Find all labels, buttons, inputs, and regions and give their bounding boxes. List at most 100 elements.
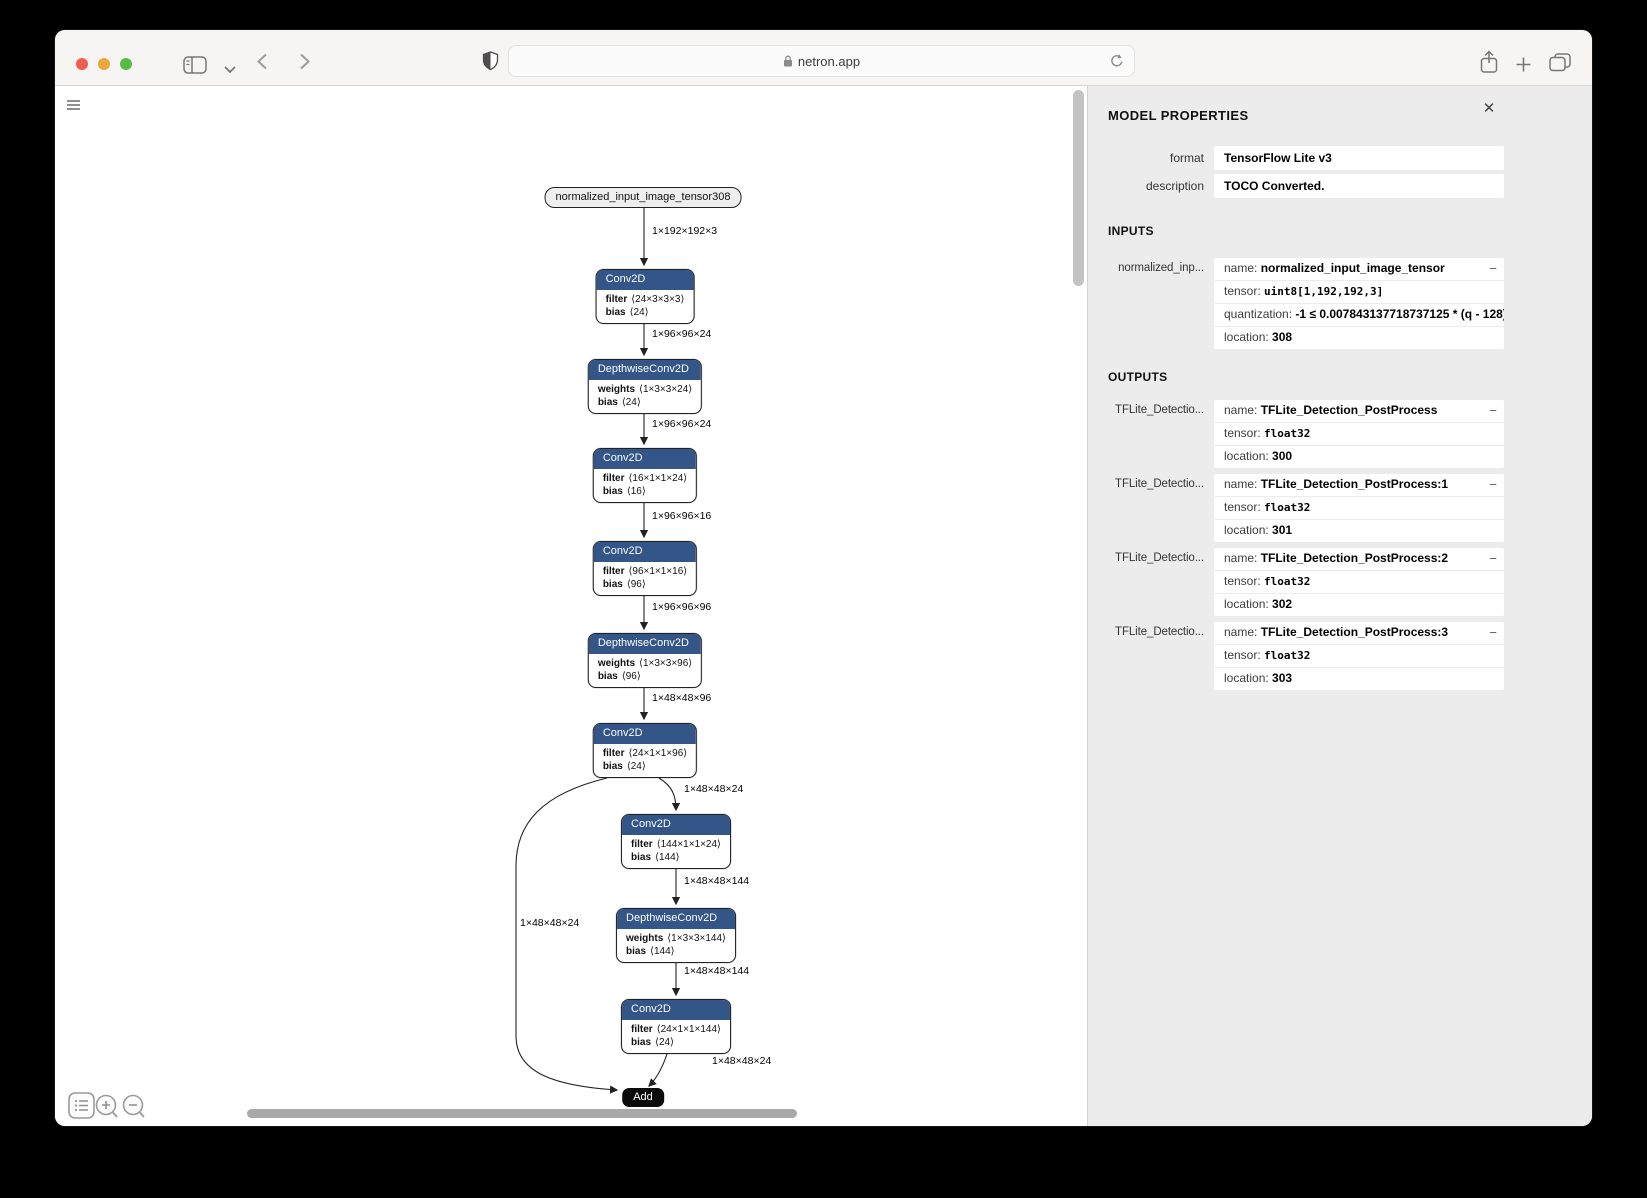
- edge-tensor-label: 1×48×48×96: [652, 692, 712, 704]
- vertical-scrollbar-thumb[interactable]: [1073, 90, 1084, 286]
- forward-icon[interactable]: [299, 53, 311, 75]
- input-row: normalized_inp...name: normalized_input_…: [1088, 258, 1504, 349]
- node-type-header: Conv2D: [622, 1000, 730, 1020]
- edge-tensor-label: 1×96×96×24: [652, 418, 712, 430]
- new-tab-icon[interactable]: [1516, 57, 1531, 77]
- output-property-tensor: tensor: float32: [1214, 423, 1504, 446]
- node-type-header: DepthwiseConv2D: [588, 634, 702, 654]
- lock-icon: [783, 55, 793, 67]
- node-params: weights⟨1×3×3×144⟩ bias⟨144⟩: [617, 929, 735, 962]
- tab-overview-icon[interactable]: [1549, 53, 1571, 77]
- inputs-section-title: INPUTS: [1108, 224, 1154, 238]
- input-property-name: name: normalized_input_image_tensor−: [1214, 258, 1504, 281]
- node-params: filter⟨24×1×1×96⟩ bias⟨24⟩: [594, 744, 696, 777]
- node-type-header: DepthwiseConv2D: [588, 360, 702, 380]
- collapse-toggle-icon[interactable]: −: [1489, 625, 1497, 640]
- graph-node-conv2d[interactable]: Conv2D filter⟨24×3×3×3⟩ bias⟨24⟩: [595, 269, 695, 324]
- hamburger-menu-icon[interactable]: [67, 100, 80, 112]
- zoom-window-button[interactable]: [120, 58, 132, 70]
- graph-node-depthwiseconv2d[interactable]: DepthwiseConv2D weights⟨1×3×3×96⟩ bias⟨96⟩: [587, 633, 703, 688]
- node-params: filter⟨96×1×1×16⟩ bias⟨96⟩: [594, 562, 696, 595]
- graph-edges: [515, 208, 681, 1094]
- node-type-header: Conv2D: [593, 449, 697, 469]
- node-type-header: DepthwiseConv2D: [617, 909, 735, 929]
- node-param-row: filter⟨144×1×1×24⟩: [631, 839, 721, 850]
- output-row: TFLite_Detectio...name: TFLite_Detection…: [1088, 474, 1504, 542]
- output-property-name: name: TFLite_Detection_PostProcess:2−: [1214, 548, 1504, 571]
- output-property-name: name: TFLite_Detection_PostProcess:1−: [1214, 474, 1504, 497]
- close-window-button[interactable]: [76, 58, 88, 70]
- node-param-row: filter⟨24×3×3×3⟩: [605, 294, 685, 305]
- output-row: TFLite_Detectio...name: TFLite_Detection…: [1088, 400, 1504, 468]
- graph-node-add[interactable]: Add: [622, 1088, 664, 1107]
- node-param-row: weights⟨1×3×3×96⟩: [597, 658, 693, 669]
- zoom-in-icon[interactable]: [94, 1094, 120, 1125]
- graph-node-conv2d[interactable]: Conv2D filter⟨96×1×1×16⟩ bias⟨96⟩: [592, 541, 698, 596]
- graph-node-conv2d[interactable]: Conv2D filter⟨24×1×1×96⟩ bias⟨24⟩: [592, 723, 698, 778]
- output-property-tensor: tensor: float32: [1214, 571, 1504, 594]
- chevron-down-icon[interactable]: [224, 61, 236, 79]
- node-param-row: bias⟨24⟩: [605, 307, 649, 318]
- node-param-row: bias⟨96⟩: [597, 671, 641, 682]
- node-param-row: filter⟨24×1×1×96⟩: [602, 748, 688, 759]
- horizontal-scrollbar[interactable]: [247, 1109, 797, 1118]
- outputs-section-title: OUTPUTS: [1108, 370, 1168, 384]
- edge-tensor-label: 1×48×48×144: [684, 965, 750, 977]
- node-type-header: Conv2D: [593, 724, 697, 744]
- zoom-out-icon[interactable]: [121, 1094, 147, 1125]
- privacy-shield-icon[interactable]: [482, 51, 499, 76]
- sidebar-toggle-icon[interactable]: [183, 56, 208, 80]
- description-label: description: [1145, 179, 1204, 193]
- input-property-tensor: tensor: uint8[1,192,192,3]: [1214, 281, 1504, 304]
- input-property-location: location: 308: [1224, 330, 1293, 344]
- output-property-tensor: tensor: float32: [1214, 645, 1504, 668]
- output-value-box: name: TFLite_Detection_PostProcess−tenso…: [1214, 400, 1504, 468]
- node-param-row: bias⟨24⟩: [602, 761, 646, 772]
- address-bar[interactable]: netron.app: [508, 45, 1135, 77]
- vertical-scrollbar-track[interactable]: [1071, 86, 1087, 1126]
- output-name-label: TFLite_Detectio...: [1115, 552, 1204, 564]
- node-type-header: Conv2D: [596, 270, 694, 290]
- browser-toolbar: netron.app: [55, 30, 1592, 86]
- collapse-toggle-icon[interactable]: −: [1489, 551, 1497, 566]
- format-row: format TensorFlow Lite v3: [1088, 146, 1504, 170]
- node-type-header: Conv2D: [593, 542, 697, 562]
- node-param-row: filter⟨96×1×1×16⟩: [602, 566, 688, 577]
- node-param-row: bias⟨144⟩: [626, 946, 675, 957]
- minimize-window-button[interactable]: [98, 58, 110, 70]
- browser-window: netron.app normal: [55, 30, 1592, 1126]
- edge-tensor-label: 1×96×96×96: [652, 601, 712, 613]
- node-type-header: Conv2D: [622, 815, 730, 835]
- output-property-location: location: 302: [1224, 597, 1293, 611]
- input-value-box: name: normalized_input_image_tensor−tens…: [1214, 258, 1504, 349]
- edge-tensor-label: 1×48×48×24: [684, 783, 744, 795]
- edge-tensor-label: 1×192×192×3: [652, 225, 718, 237]
- close-icon[interactable]: ✕: [1482, 100, 1496, 117]
- refresh-icon[interactable]: [1109, 53, 1125, 72]
- edge-tensor-label: 1×96×96×24: [652, 328, 712, 340]
- output-property-location: location: 301: [1224, 523, 1293, 537]
- node-param-row: bias⟨96⟩: [602, 579, 646, 590]
- node-params: weights⟨1×3×3×24⟩bias⟨24⟩: [589, 380, 701, 413]
- node-param-row: weights⟨1×3×3×144⟩: [626, 933, 726, 944]
- graph-input-tensor-node[interactable]: normalized_input_image_tensor308: [544, 187, 742, 208]
- node-params: weights⟨1×3×3×96⟩ bias⟨96⟩: [589, 654, 701, 687]
- back-icon[interactable]: [256, 53, 268, 75]
- output-property-name: name: TFLite_Detection_PostProcess−: [1214, 400, 1504, 423]
- legend-toggle-icon[interactable]: [68, 1092, 95, 1124]
- graph-node-depthwiseconv2d[interactable]: DepthwiseConv2D weights⟨1×3×3×144⟩ bias⟨14…: [616, 908, 736, 963]
- node-params: filter⟨144×1×1×24⟩bias⟨144⟩: [622, 835, 730, 868]
- collapse-toggle-icon[interactable]: −: [1489, 261, 1497, 276]
- collapse-toggle-icon[interactable]: −: [1489, 403, 1497, 418]
- input-property-quantization: quantization: -1 ≤ 0.007843137718737125 …: [1214, 304, 1504, 327]
- output-row: TFLite_Detectio...name: TFLite_Detection…: [1088, 622, 1504, 690]
- share-icon[interactable]: [1479, 50, 1499, 80]
- collapse-toggle-icon[interactable]: −: [1489, 477, 1497, 492]
